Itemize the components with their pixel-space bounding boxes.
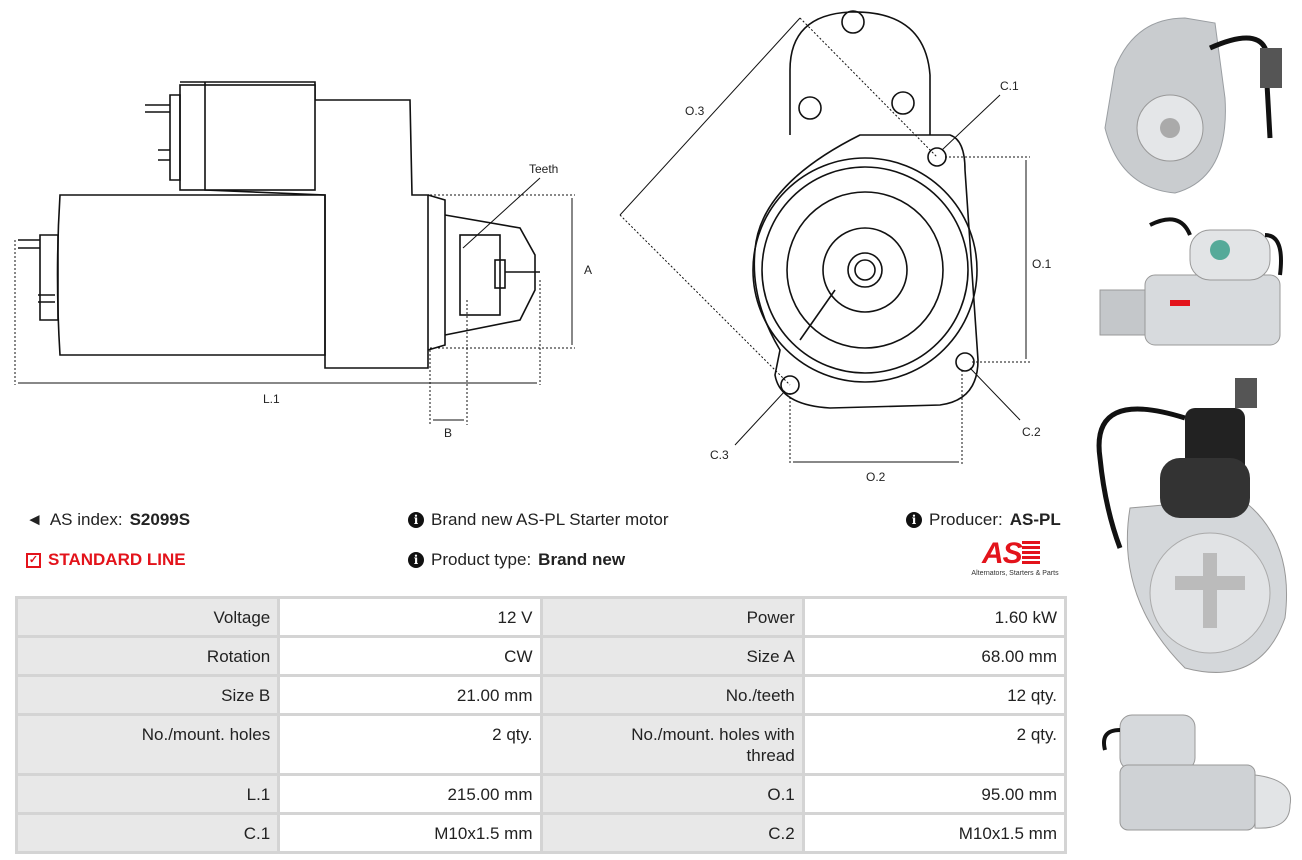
as-index: ◄ AS index: S2099S — [26, 510, 190, 530]
description: i Brand new AS-PL Starter motor — [408, 510, 668, 530]
dim-c1-label: C.1 — [1000, 79, 1019, 93]
product-photo-side — [1090, 205, 1295, 360]
spec-value: 95.00 mm — [801, 773, 1068, 815]
spec-value: CW — [277, 635, 543, 677]
spec-label: O.1 — [539, 773, 805, 815]
spec-label: Power — [539, 596, 805, 638]
spec-value: M10x1.5 mm — [277, 812, 543, 854]
tags-icon: ◄ — [26, 510, 43, 529]
dim-b-label: B — [444, 426, 452, 440]
producer-value: AS-PL — [1009, 510, 1061, 529]
product-photo-front — [1095, 8, 1295, 198]
spec-label: C.1 — [14, 812, 281, 854]
product-photo-rear — [1090, 368, 1300, 688]
as-pl-logo: AS Alternators, Starters & Parts — [962, 538, 1068, 578]
spec-label: Voltage — [14, 596, 281, 638]
dim-c2-label: C.2 — [1022, 425, 1041, 439]
dim-o2-label: O.2 — [866, 470, 886, 484]
producer: i Producer: AS-PL — [906, 510, 1061, 530]
spec-label: Size A — [539, 635, 805, 677]
info-icon: i — [408, 552, 424, 568]
spec-label: No./mount. holes with thread — [539, 713, 805, 776]
side-view-diagram: Teeth A L.1 B — [14, 81, 592, 440]
spec-value: M10x1.5 mm — [801, 812, 1068, 854]
spec-label: No./mount. holes — [14, 713, 281, 776]
product-type-label: Product type: — [431, 550, 532, 569]
description-text: Brand new AS-PL Starter motor — [431, 510, 669, 529]
product-type-value: Brand new — [538, 550, 626, 569]
spec-label: C.2 — [539, 812, 805, 854]
front-view-diagram: O.3 C.1 O.1 C.2 C.3 O.2 — [619, 10, 1052, 484]
as-index-value: S2099S — [129, 510, 191, 529]
product-photo-top — [1095, 700, 1295, 850]
spec-value: 12 V — [277, 596, 543, 638]
spec-value: 1.60 kW — [801, 596, 1068, 638]
spec-value: 215.00 mm — [277, 773, 543, 815]
spec-value: 12 qty. — [801, 674, 1068, 716]
dim-l1-label: L.1 — [263, 392, 280, 406]
spec-value: 68.00 mm — [801, 635, 1068, 677]
line-label: STANDARD LINE — [48, 550, 186, 569]
as-index-label: AS index: — [49, 510, 123, 529]
spec-label: Rotation — [14, 635, 281, 677]
info-icon: i — [408, 512, 424, 528]
spec-value: 2 qty. — [277, 713, 543, 776]
spec-label: L.1 — [14, 773, 281, 815]
dim-c3-label: C.3 — [710, 448, 729, 462]
spec-value: 21.00 mm — [277, 674, 543, 716]
teeth-label: Teeth — [529, 162, 558, 176]
spec-label: No./teeth — [539, 674, 805, 716]
logo-tagline: Alternators, Starters & Parts — [971, 570, 1059, 577]
line-badge: ✓ STANDARD LINE — [26, 550, 186, 570]
dim-o3-label: O.3 — [685, 104, 705, 118]
spec-value: 2 qty. — [801, 713, 1068, 776]
checkbox-checked-icon: ✓ — [26, 552, 41, 568]
spec-label: Size B — [14, 674, 281, 716]
producer-label: Producer: — [929, 510, 1003, 529]
dim-o1-label: O.1 — [1032, 257, 1052, 271]
info-icon: i — [906, 512, 922, 528]
product-type: i Product type: Brand new — [408, 550, 625, 570]
dim-a-label: A — [584, 263, 592, 277]
